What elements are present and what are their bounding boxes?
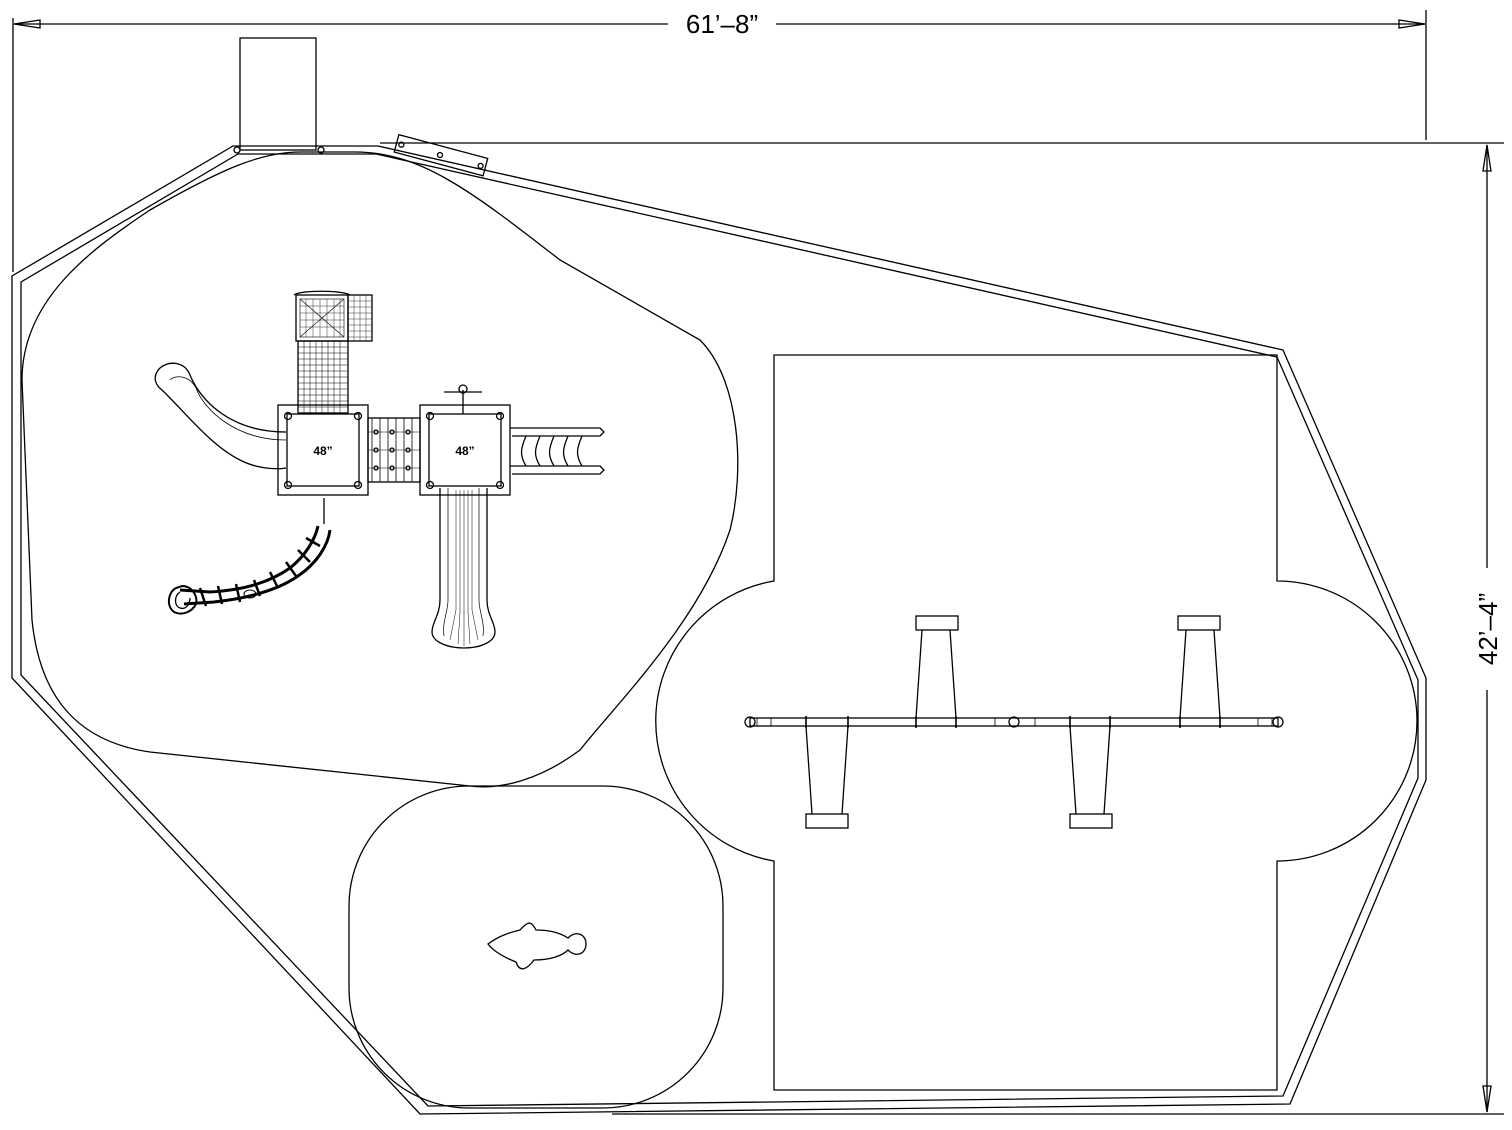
swing-set — [744, 615, 1284, 829]
width-dimension-label: 61’–8” — [686, 9, 758, 39]
spring-rider-fish — [487, 922, 587, 970]
swing-seat-4 — [1177, 615, 1221, 719]
entry-panel — [233, 37, 325, 154]
bridge — [367, 417, 421, 483]
wave-slide — [431, 488, 496, 649]
swing-seat-3 — [1069, 725, 1113, 829]
deck-right-height-label: 48” — [455, 444, 474, 458]
bench — [393, 133, 489, 177]
spring-rider-use-zone — [348, 785, 724, 1109]
climbing-net — [297, 340, 349, 414]
deck-right: 48” — [419, 404, 511, 496]
deck-left-height-label: 48” — [313, 444, 332, 458]
roof-canopy — [293, 290, 373, 342]
play-structure: 48” 48” — [154, 290, 605, 649]
play-structure-use-zone — [21, 151, 739, 788]
swing-use-zone — [655, 354, 1418, 1091]
curved-slide — [154, 362, 287, 470]
steering-wheel — [444, 384, 482, 414]
height-dimension: 42’–4” — [380, 142, 1504, 1115]
swing-seat-2 — [915, 615, 959, 719]
ladder — [510, 427, 605, 475]
deck-left: 48” — [277, 404, 369, 496]
width-dimension: 61’–8” — [12, 9, 1427, 272]
swing-seat-1 — [805, 725, 849, 829]
tube-slide — [168, 498, 332, 615]
outer-border — [11, 145, 1427, 1115]
height-dimension-label: 42’–4” — [1473, 593, 1503, 665]
